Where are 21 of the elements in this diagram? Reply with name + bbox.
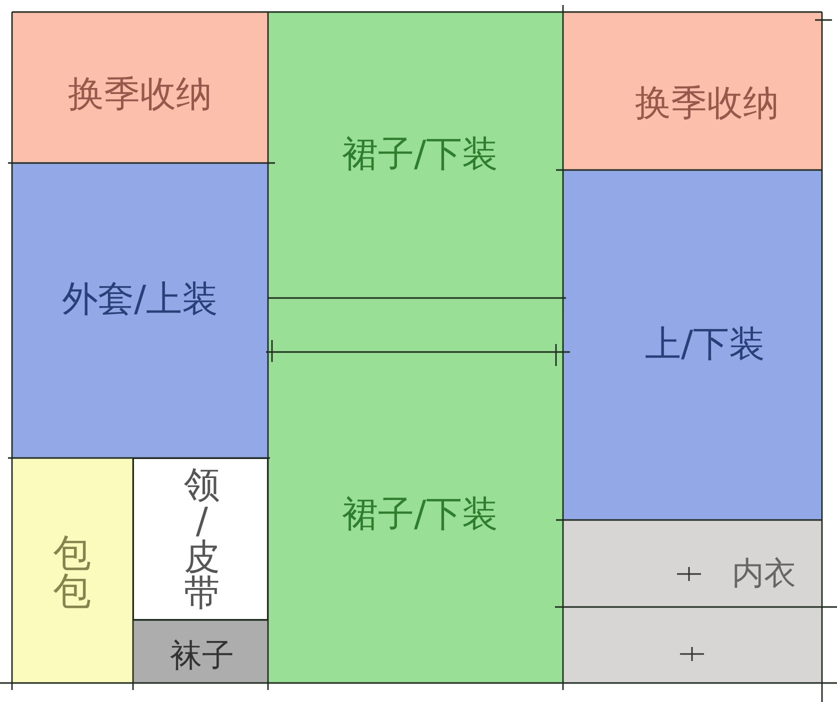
storage-compartment [133,620,268,683]
compartment-label: 外套/上装 [62,280,218,320]
compartment-label: 领/皮带 [184,468,220,612]
compartment-label: 袜子 [170,638,234,674]
compartment-label: 内衣 [732,556,796,592]
storage-compartment [133,458,268,620]
compartment-label: 裙子/下装 [342,495,498,535]
storage-compartment [563,12,822,170]
storage-compartment [563,520,822,607]
compartment-label: 换季收纳 [68,75,212,115]
compartment-label: 上/下装 [645,325,766,365]
storage-compartment [563,607,822,683]
storage-compartment [268,12,563,298]
storage-compartment [12,163,268,458]
storage-compartment [563,170,822,520]
compartment-label: 包包 [53,534,91,610]
storage-compartment [12,458,133,683]
storage-compartment [268,298,563,683]
storage-compartment [12,12,268,163]
compartment-label: 裙子/下装 [342,135,498,175]
compartment-label: 换季收纳 [635,84,779,124]
